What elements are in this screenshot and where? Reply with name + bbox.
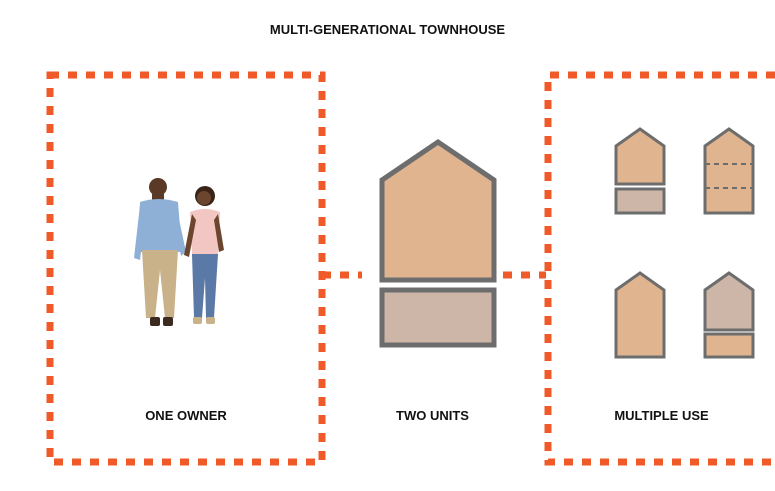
upper-unit-house <box>379 138 497 283</box>
two-units-house <box>379 138 497 348</box>
diagram-title: MULTI-GENERATIONAL TOWNHOUSE <box>269 22 506 37</box>
use-variant-1 <box>614 127 666 215</box>
use-variant-2 <box>703 127 755 215</box>
one-owner-frame <box>46 71 326 466</box>
multiple-use-frame <box>544 71 775 466</box>
man-figure <box>134 178 186 326</box>
woman-figure <box>184 186 224 324</box>
use-variant-4 <box>703 271 755 359</box>
one-owner-label: ONE OWNER <box>145 408 227 423</box>
use-variant-3 <box>614 271 666 359</box>
lower-unit-box <box>379 287 497 348</box>
two-units-label: TWO UNITS <box>396 408 469 423</box>
couple-illustration <box>134 178 224 326</box>
multiple-use-label: MULTIPLE USE <box>614 408 709 423</box>
